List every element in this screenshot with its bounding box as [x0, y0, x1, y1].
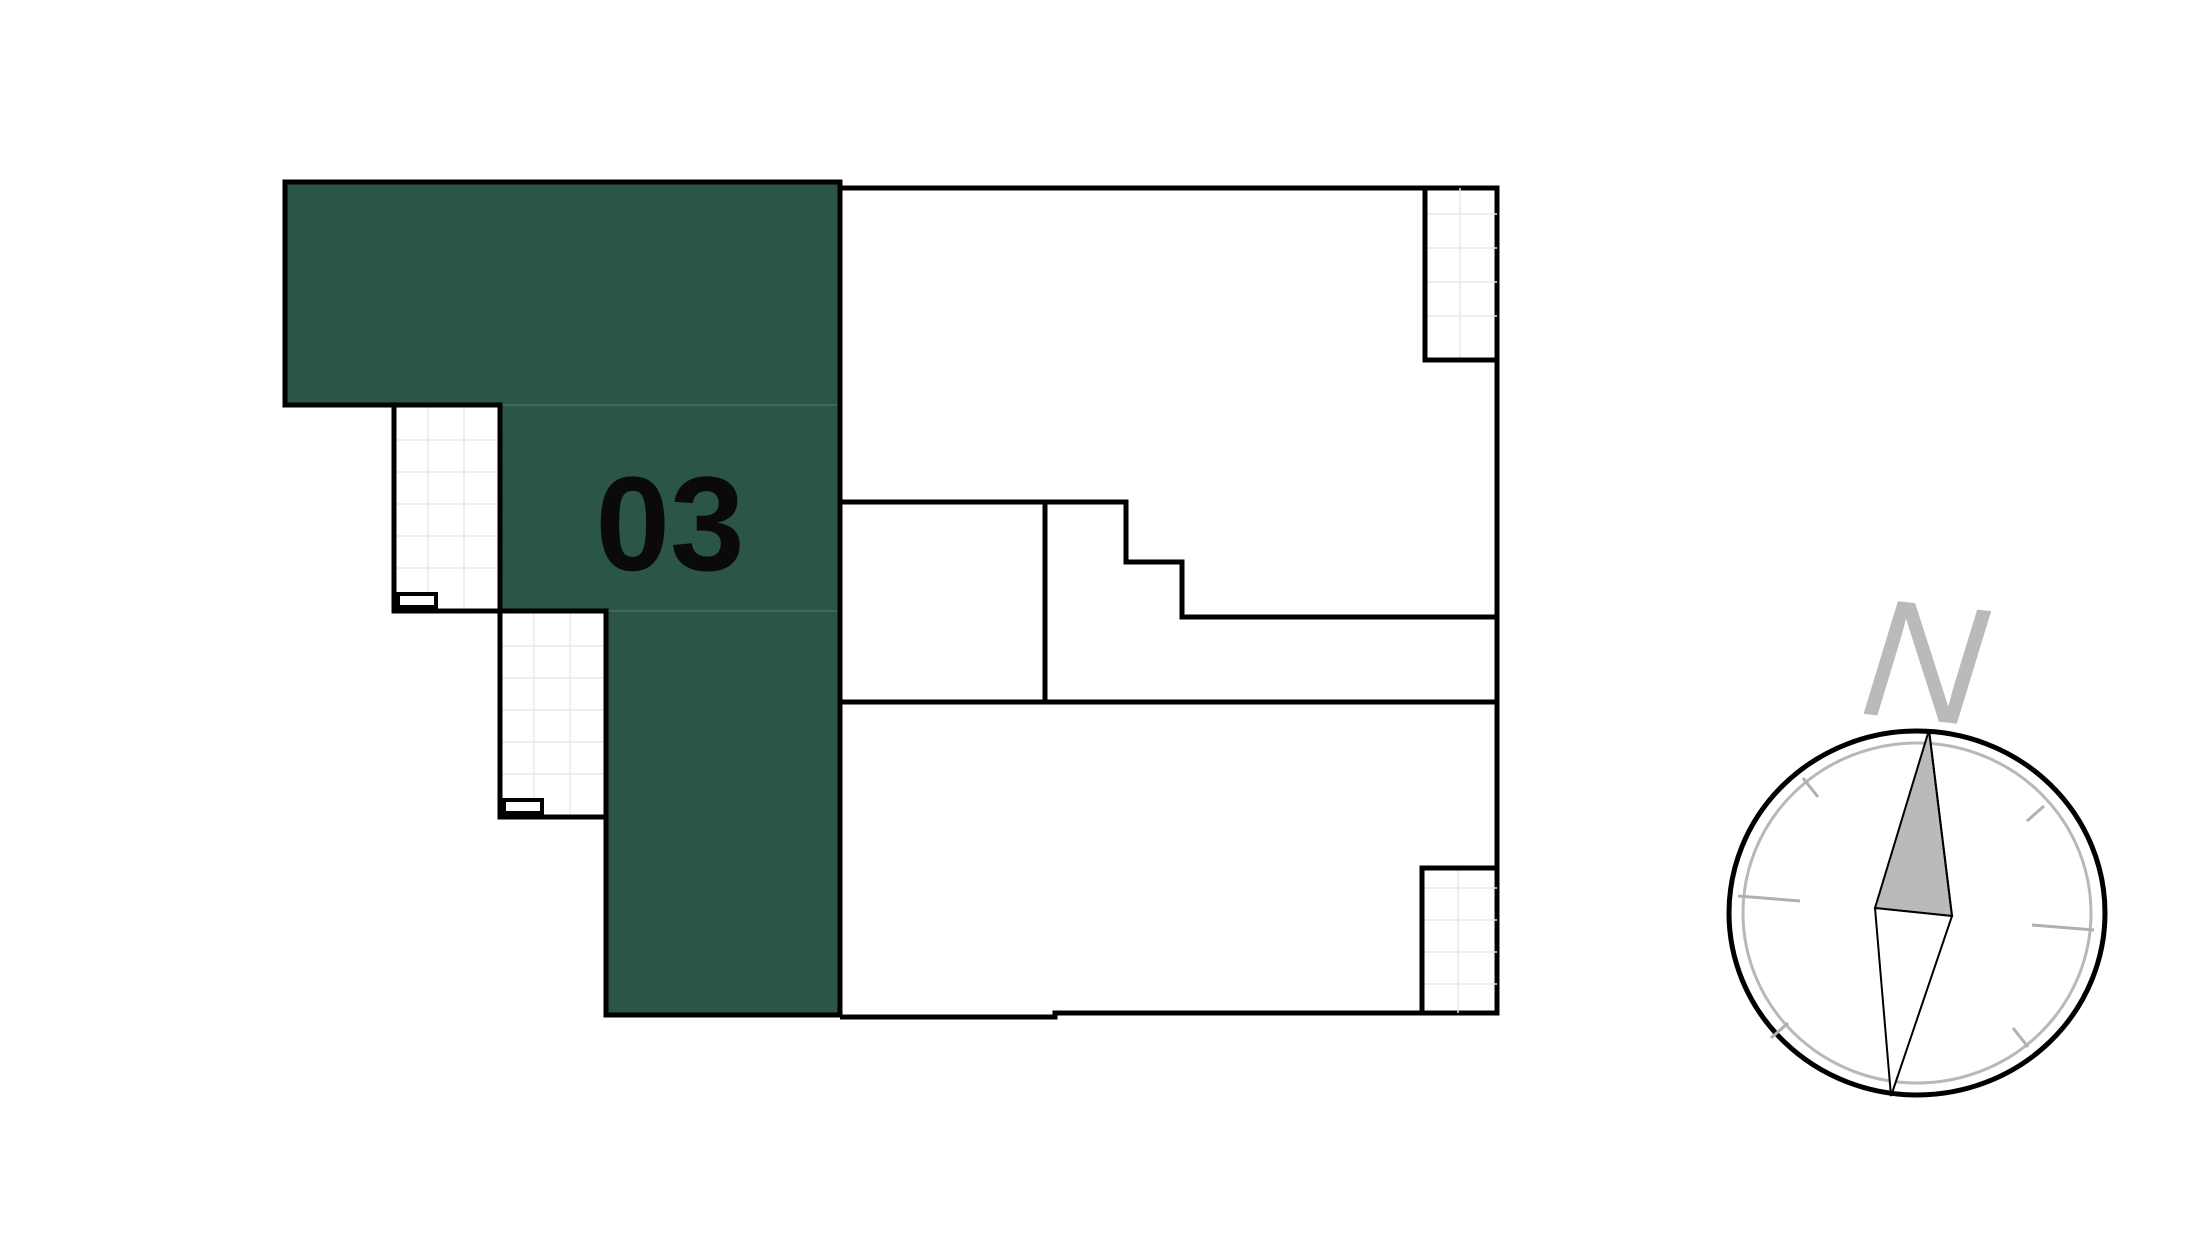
compass: N [1726, 562, 2108, 1098]
balcony-upper-left [391, 402, 503, 614]
compass-inner-ring [1741, 741, 2093, 1085]
unit-03-area[interactable] [282, 179, 843, 1018]
interior-walls [840, 499, 1497, 705]
balcony-upper-right [1422, 188, 1497, 363]
north-label: N [1855, 562, 1996, 762]
building-outline [837, 182, 1500, 1020]
balcony-lower-left [497, 608, 609, 820]
unit-label: 03 [595, 450, 744, 599]
compass-ticks [1737, 777, 2095, 1048]
compass-needle-icon [1873, 729, 1954, 1097]
balcony-lower-right [1419, 865, 1497, 1013]
